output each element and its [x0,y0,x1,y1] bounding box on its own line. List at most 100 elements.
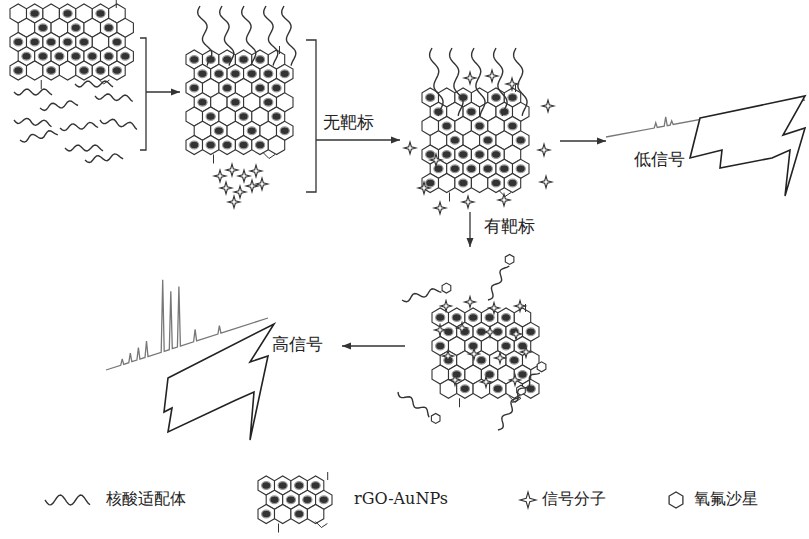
gold-nanoparticle [255,84,264,92]
signal-molecule [457,323,468,334]
functional-group [460,304,526,407]
gold-nanoparticle [483,165,492,173]
gold-nanoparticle [510,356,519,364]
gold-nanoparticle [459,151,468,159]
legend-text: 氧氟沙星 [692,489,760,508]
gold-nanoparticle [63,10,72,18]
gold-nanoparticle [198,70,207,78]
hexagon [43,61,60,80]
legend-text: 信号分子 [540,489,608,508]
gold-nanoparticle [270,496,279,504]
aptamer [498,397,521,430]
legend-text: 核酸适配体 [104,489,188,508]
gold-nanoparticle [247,127,256,135]
gold-nanoparticle [518,371,527,379]
aptamer [45,495,90,505]
gold-nanoparticle [112,67,121,75]
gold-nanoparticle [483,136,492,144]
aptamer [85,154,123,163]
signal-molecule [465,297,476,308]
gold-nanoparticle [264,98,273,106]
gold-nanoparticle [452,371,461,379]
bracket [140,38,146,150]
gold-nanoparticle [295,510,304,518]
signal-molecule [435,325,446,336]
ofloxacin [537,362,546,372]
gold-nanoparticle [477,356,486,364]
aptamer [512,373,540,402]
rgo-aunp-sheet [186,46,293,164]
ofloxacin [431,413,440,423]
signal-molecule [441,301,452,312]
gold-nanoparticle [38,24,47,32]
hexagon [252,136,268,155]
gold-nanoparticle [516,136,525,144]
signal-molecule [238,170,250,182]
gold-nanoparticle [500,165,509,173]
gold-nanoparticle [272,113,281,121]
gold-nanoparticle [223,84,232,92]
hexagon [258,505,275,524]
gold-nanoparticle [436,342,445,350]
gold-nanoparticle [190,84,199,92]
signal-molecule [515,301,526,312]
hexagon [268,136,284,155]
gold-nanoparticle [272,84,281,92]
signal-molecule [464,72,476,84]
gold-nanoparticle [452,314,461,322]
signal-molecule [469,349,480,360]
gold-nanoparticle [426,94,435,102]
gold-nanoparticle [112,38,121,46]
gold-nanoparticle [96,10,105,18]
gold-nanoparticle [491,179,500,187]
aptamer [242,6,256,66]
gold-nanoparticle [501,342,510,350]
aptamer [95,94,133,102]
laser-bolt [690,96,805,196]
hexagon [488,174,505,193]
aptamer [282,6,296,66]
gold-nanoparticle [444,328,453,336]
gold-nanoparticle [319,496,328,504]
aptamer [402,289,441,302]
aptamer [488,266,509,300]
step-label: 有靶标 [482,216,537,236]
aptamer [398,392,429,417]
signal-molecule [462,196,474,208]
signal-molecule [246,180,258,192]
gold-nanoparticle [30,10,39,18]
gold-nanoparticle [71,52,80,60]
signal-molecule [538,144,550,156]
hexagon [275,505,291,524]
signal-molecule [234,186,246,198]
signal-molecule [540,176,552,188]
gold-nanoparticle [442,151,451,159]
hexagon [186,136,203,155]
gold-nanoparticle [239,56,248,64]
aptamer [20,131,58,142]
gold-nanoparticle [508,94,517,102]
gold-nanoparticle [30,38,39,46]
gold-nanoparticle [469,314,478,322]
signal-molecule [443,351,454,362]
hexagon [504,174,520,193]
signal-molecule [250,165,262,177]
gold-nanoparticle [231,98,240,106]
hexagon [455,174,472,193]
signal-molecule [495,353,506,364]
gold-nanoparticle [460,385,469,393]
gold-nanoparticle [426,151,435,159]
arrow-head [467,238,474,247]
signal-molecule [510,375,521,386]
aptamer [100,119,137,129]
gold-nanoparticle [262,482,271,490]
signal-molecule [418,182,430,194]
signal-molecule [228,196,240,208]
hexagon [203,136,219,155]
gold-nanoparticle [278,482,287,490]
gold-nanoparticle [295,482,304,490]
gold-nanoparticle [239,141,248,149]
gold-nanoparticle [214,70,223,78]
rgo-aunp-sheet [432,304,539,407]
signal-molecule [521,347,532,358]
